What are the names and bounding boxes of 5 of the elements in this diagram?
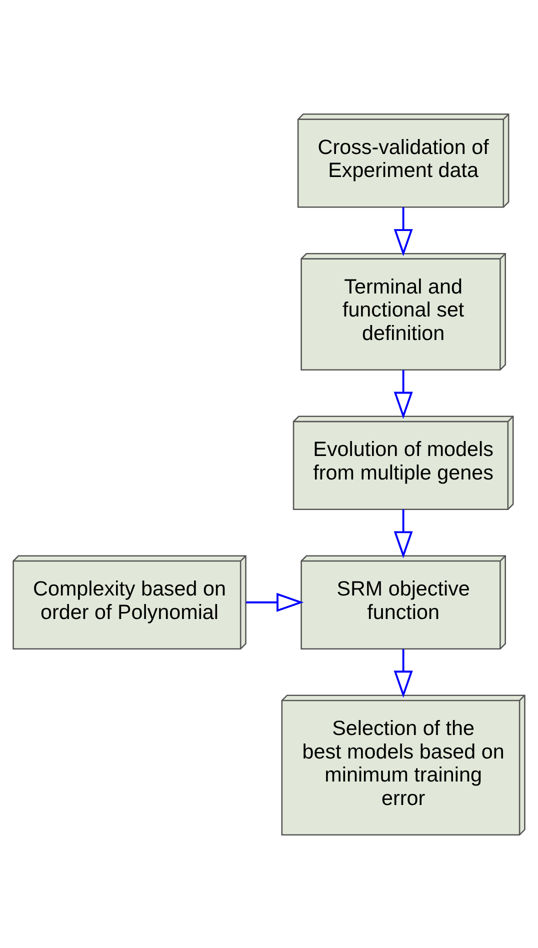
arrow <box>394 508 413 558</box>
arrow <box>394 648 413 698</box>
arrow <box>394 206 413 256</box>
arrow <box>394 370 413 418</box>
arrow <box>246 592 304 612</box>
